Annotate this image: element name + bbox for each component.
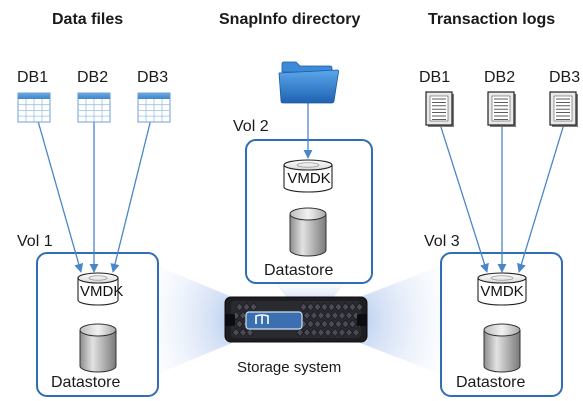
- heading-transaction-logs: Transaction logs: [428, 11, 556, 28]
- vol3-vmdk-label: VMDK: [480, 283, 524, 300]
- vol2-datastore-label: Datastore: [264, 262, 334, 279]
- arrow-log3-vol3: [517, 123, 565, 273]
- vol2-label: Vol 2: [233, 118, 269, 135]
- storage-system-label: Storage system: [237, 359, 342, 376]
- log-db2-label: DB2: [484, 69, 516, 86]
- log-db3-label: DB3: [549, 69, 581, 86]
- data-file-db2-label: DB2: [77, 69, 109, 86]
- storage-beam-vol3: [360, 265, 443, 375]
- storage-array-icon: [224, 296, 368, 343]
- vol1-vmdk-label: VMDK: [80, 283, 124, 300]
- arrow-log1-vol3: [439, 123, 489, 273]
- log-document-icon: [425, 91, 454, 127]
- vol3-datastore-label: Datastore: [456, 374, 526, 391]
- table-icon: [77, 92, 111, 123]
- vol2-vmdk-label: VMDK: [287, 170, 331, 187]
- data-file-icons: [17, 92, 171, 123]
- disk-icon: [477, 272, 527, 306]
- log-file-icons: [425, 91, 578, 127]
- disk-icon: [283, 159, 333, 193]
- vmdk-disks: [77, 159, 527, 306]
- storage-beam-vol1: [155, 265, 232, 375]
- log-document-icon: [549, 91, 578, 127]
- table-icon: [137, 92, 171, 123]
- arrow-db3-vol1: [110, 106, 155, 273]
- vol1-label: Vol 1: [17, 233, 53, 250]
- table-icon: [17, 92, 51, 123]
- database-cylinder-icon: [289, 207, 327, 257]
- log-db1-label: DB1: [419, 69, 451, 86]
- heading-snapinfo: SnapInfo directory: [219, 11, 361, 28]
- vol3-label: Vol 3: [424, 233, 460, 250]
- vol1-datastore-label: Datastore: [51, 374, 121, 391]
- heading-data-files: Data files: [52, 11, 124, 28]
- folder-icon: [278, 61, 339, 104]
- database-cylinder-icon: [79, 323, 117, 373]
- database-cylinder-icon: [483, 323, 521, 373]
- datastore-cylinders: [79, 207, 521, 373]
- data-file-db1-label: DB1: [17, 69, 49, 86]
- data-file-db3-label: DB3: [137, 69, 169, 86]
- arrow-db1-vol1: [33, 106, 84, 273]
- log-document-icon: [487, 91, 516, 127]
- disk-icon: [77, 272, 119, 306]
